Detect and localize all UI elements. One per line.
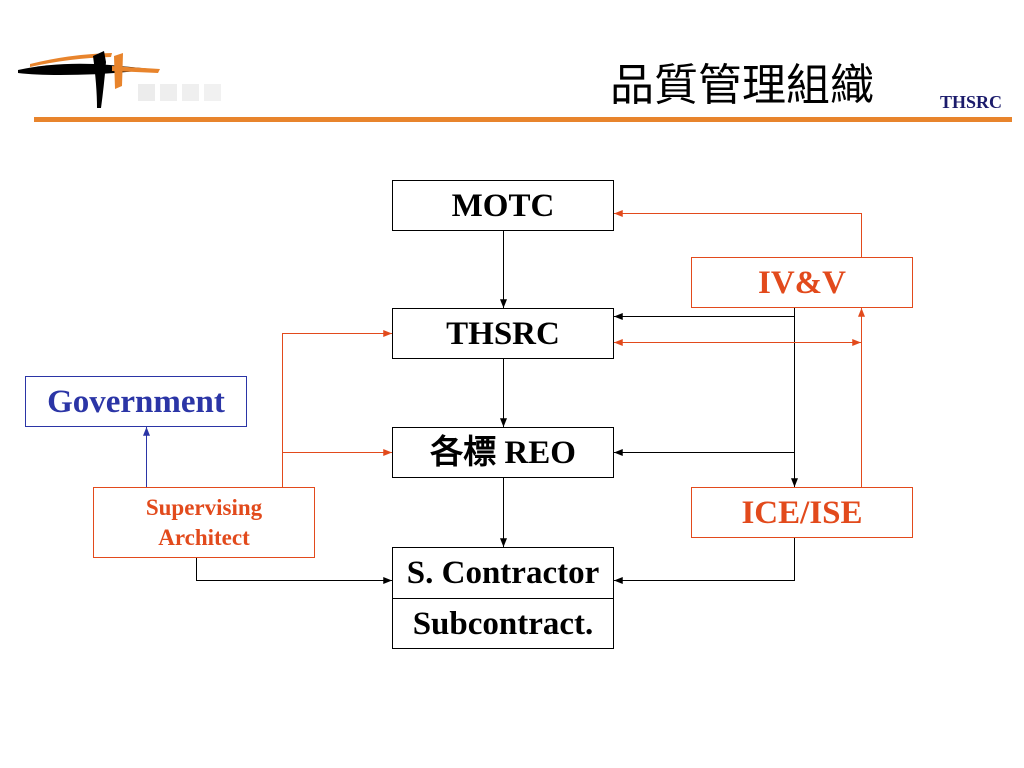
node-motc: MOTC bbox=[392, 180, 614, 231]
node-ice-ise: ICE/ISE bbox=[691, 487, 913, 538]
header-divider bbox=[34, 117, 1012, 122]
node-ivv-label: IV&V bbox=[758, 264, 846, 301]
node-architect-label-line2: Architect bbox=[158, 524, 250, 550]
thsrc-logo bbox=[0, 40, 230, 116]
arrow-architect-to-thsrc bbox=[282, 330, 392, 487]
arrow-architect-to-contractor bbox=[196, 558, 392, 584]
node-government-label: Government bbox=[47, 383, 225, 420]
header-org-label: THSRC bbox=[940, 92, 1003, 112]
node-architect-label-line1: Supervising bbox=[145, 494, 263, 520]
logo-graphic bbox=[18, 51, 221, 108]
node-reo: 各標 REO bbox=[392, 427, 614, 478]
node-contractor-label: S. Contractor bbox=[406, 555, 600, 591]
node-ivv: IV&V bbox=[691, 257, 913, 308]
node-motc-label: MOTC bbox=[451, 187, 555, 224]
node-government: Government bbox=[25, 376, 247, 427]
node-contractor: S. Contractor bbox=[392, 547, 614, 599]
slide-title: 品質管理組織 bbox=[610, 61, 874, 110]
node-subcontract-label: Subcontract. bbox=[412, 605, 594, 642]
node-thsrc-label: THSRC bbox=[446, 315, 560, 352]
node-supervising-architect: Supervising Architect bbox=[93, 487, 315, 558]
node-ice-ise-label: ICE/ISE bbox=[741, 494, 863, 531]
node-subcontract: Subcontract. bbox=[392, 598, 614, 649]
arrow-ivv-to-motc bbox=[614, 210, 862, 257]
arrow-ice-ise-to-contractor bbox=[614, 538, 795, 584]
node-reo-label: 各標 REO bbox=[430, 434, 576, 471]
node-thsrc: THSRC bbox=[392, 308, 614, 359]
